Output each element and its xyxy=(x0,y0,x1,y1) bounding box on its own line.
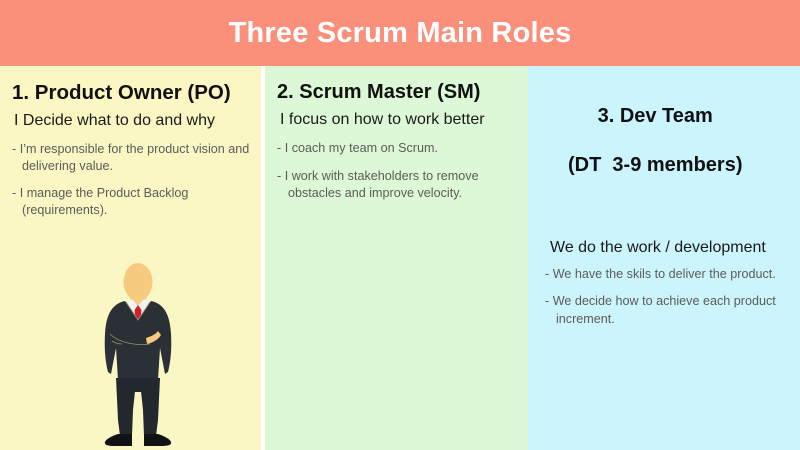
role-heading-product-owner: 1. Product Owner (PO) xyxy=(12,81,231,104)
list-item: - I coach my team on Scrum. xyxy=(277,141,438,156)
role-bullets-dev-team: - We have the skils to deliver the produ… xyxy=(542,266,794,327)
role-card-scrum-master: 2. Scrum Master (SM) I focus on how to w… xyxy=(265,66,528,450)
role-subheading-product-owner: I Decide what to do and why xyxy=(14,112,216,129)
list-item: - We have the skils to deliver the produ… xyxy=(545,267,776,282)
header-banner: Three Scrum Main Roles xyxy=(0,0,800,66)
role-heading-dev-team: 3. Dev Team (DT 3-9 members) xyxy=(542,80,794,226)
businessman-arms-crossed-illustration xyxy=(78,260,198,446)
role-bullets-product-owner: - I’m responsible for the product vision… xyxy=(12,141,251,220)
roles-columns: 1. Product Owner (PO) I Decide what to d… xyxy=(0,66,800,450)
role-heading-dev-team-line1: 3. Dev Team xyxy=(597,105,713,128)
role-subheading-dev-team: We do the work / development xyxy=(550,239,766,257)
role-card-product-owner: 1. Product Owner (PO) I Decide what to d… xyxy=(0,66,261,450)
role-subheading-scrum-master: I focus on how to work better xyxy=(280,111,485,129)
list-item: - I work with stakeholders to remove obs… xyxy=(277,168,479,200)
role-bullets-scrum-master: - I coach my team on Scrum. - I work wit… xyxy=(277,140,518,201)
list-item: - I’m responsible for the product vision… xyxy=(12,142,250,174)
page-title: Three Scrum Main Roles xyxy=(228,16,572,49)
list-item: - We decide how to achieve each product … xyxy=(545,294,776,326)
role-heading-scrum-master: 2. Scrum Master (SM) xyxy=(277,81,481,103)
list-item: - I manage the Product Backlog (requirem… xyxy=(12,186,189,218)
role-heading-dev-team-line2: (DT 3-9 members) xyxy=(568,154,743,177)
role-card-dev-team: 3. Dev Team (DT 3-9 members) We do the w… xyxy=(528,66,800,450)
